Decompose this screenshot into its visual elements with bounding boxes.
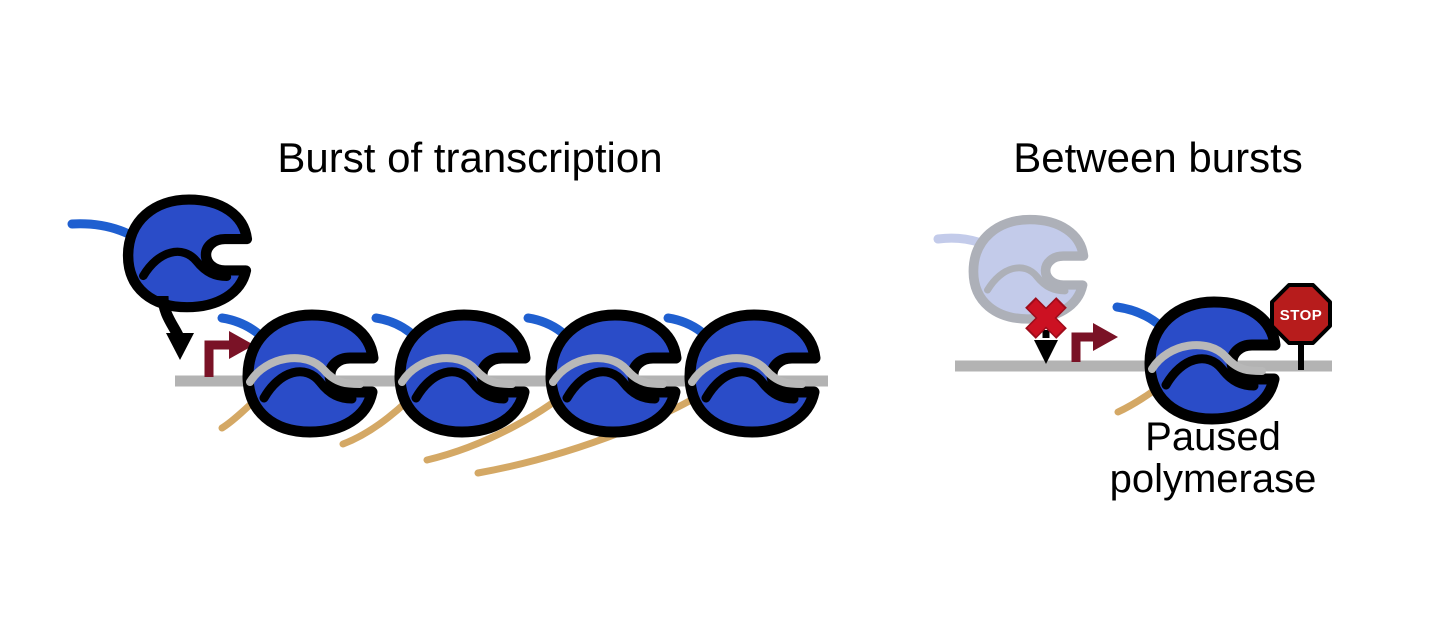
paused-polymerase-caption-line2: polymerase bbox=[1110, 457, 1317, 501]
stop-sign: STOP bbox=[1270, 283, 1332, 370]
bound-polymerase-1 bbox=[217, 315, 373, 432]
left-panel-group bbox=[67, 200, 828, 477]
right-panel-group: STOP Paused polymerase bbox=[933, 220, 1332, 501]
red-x-blocked-icon bbox=[1025, 297, 1067, 339]
free-polymerase bbox=[67, 200, 247, 308]
polymerase-dna-channel bbox=[398, 354, 516, 388]
bound-polymerase-3 bbox=[523, 315, 676, 432]
stop-sign-label: STOP bbox=[1280, 307, 1323, 324]
panel-title-right: Between bursts bbox=[1013, 134, 1303, 181]
stop-sign-octagon bbox=[1270, 283, 1332, 345]
polymerase-dna-channel bbox=[549, 354, 667, 388]
promoter-arrow-right bbox=[1071, 323, 1118, 362]
polymerase-dna-channel bbox=[1148, 341, 1266, 375]
bound-polymerase-2 bbox=[371, 315, 525, 432]
paused-polymerase bbox=[1112, 302, 1275, 419]
paused-polymerase-caption-line1: Paused bbox=[1145, 415, 1281, 459]
polymerase-dna-channel bbox=[246, 354, 364, 388]
polymerase-dna-channel bbox=[688, 354, 806, 388]
bound-polymerase-4 bbox=[663, 315, 815, 432]
recruitment-arrow bbox=[157, 295, 194, 360]
promoter-arrow-left bbox=[204, 331, 254, 377]
unbound-polymerase-ghost bbox=[933, 220, 1083, 319]
panel-title-left: Burst of transcription bbox=[277, 134, 662, 181]
